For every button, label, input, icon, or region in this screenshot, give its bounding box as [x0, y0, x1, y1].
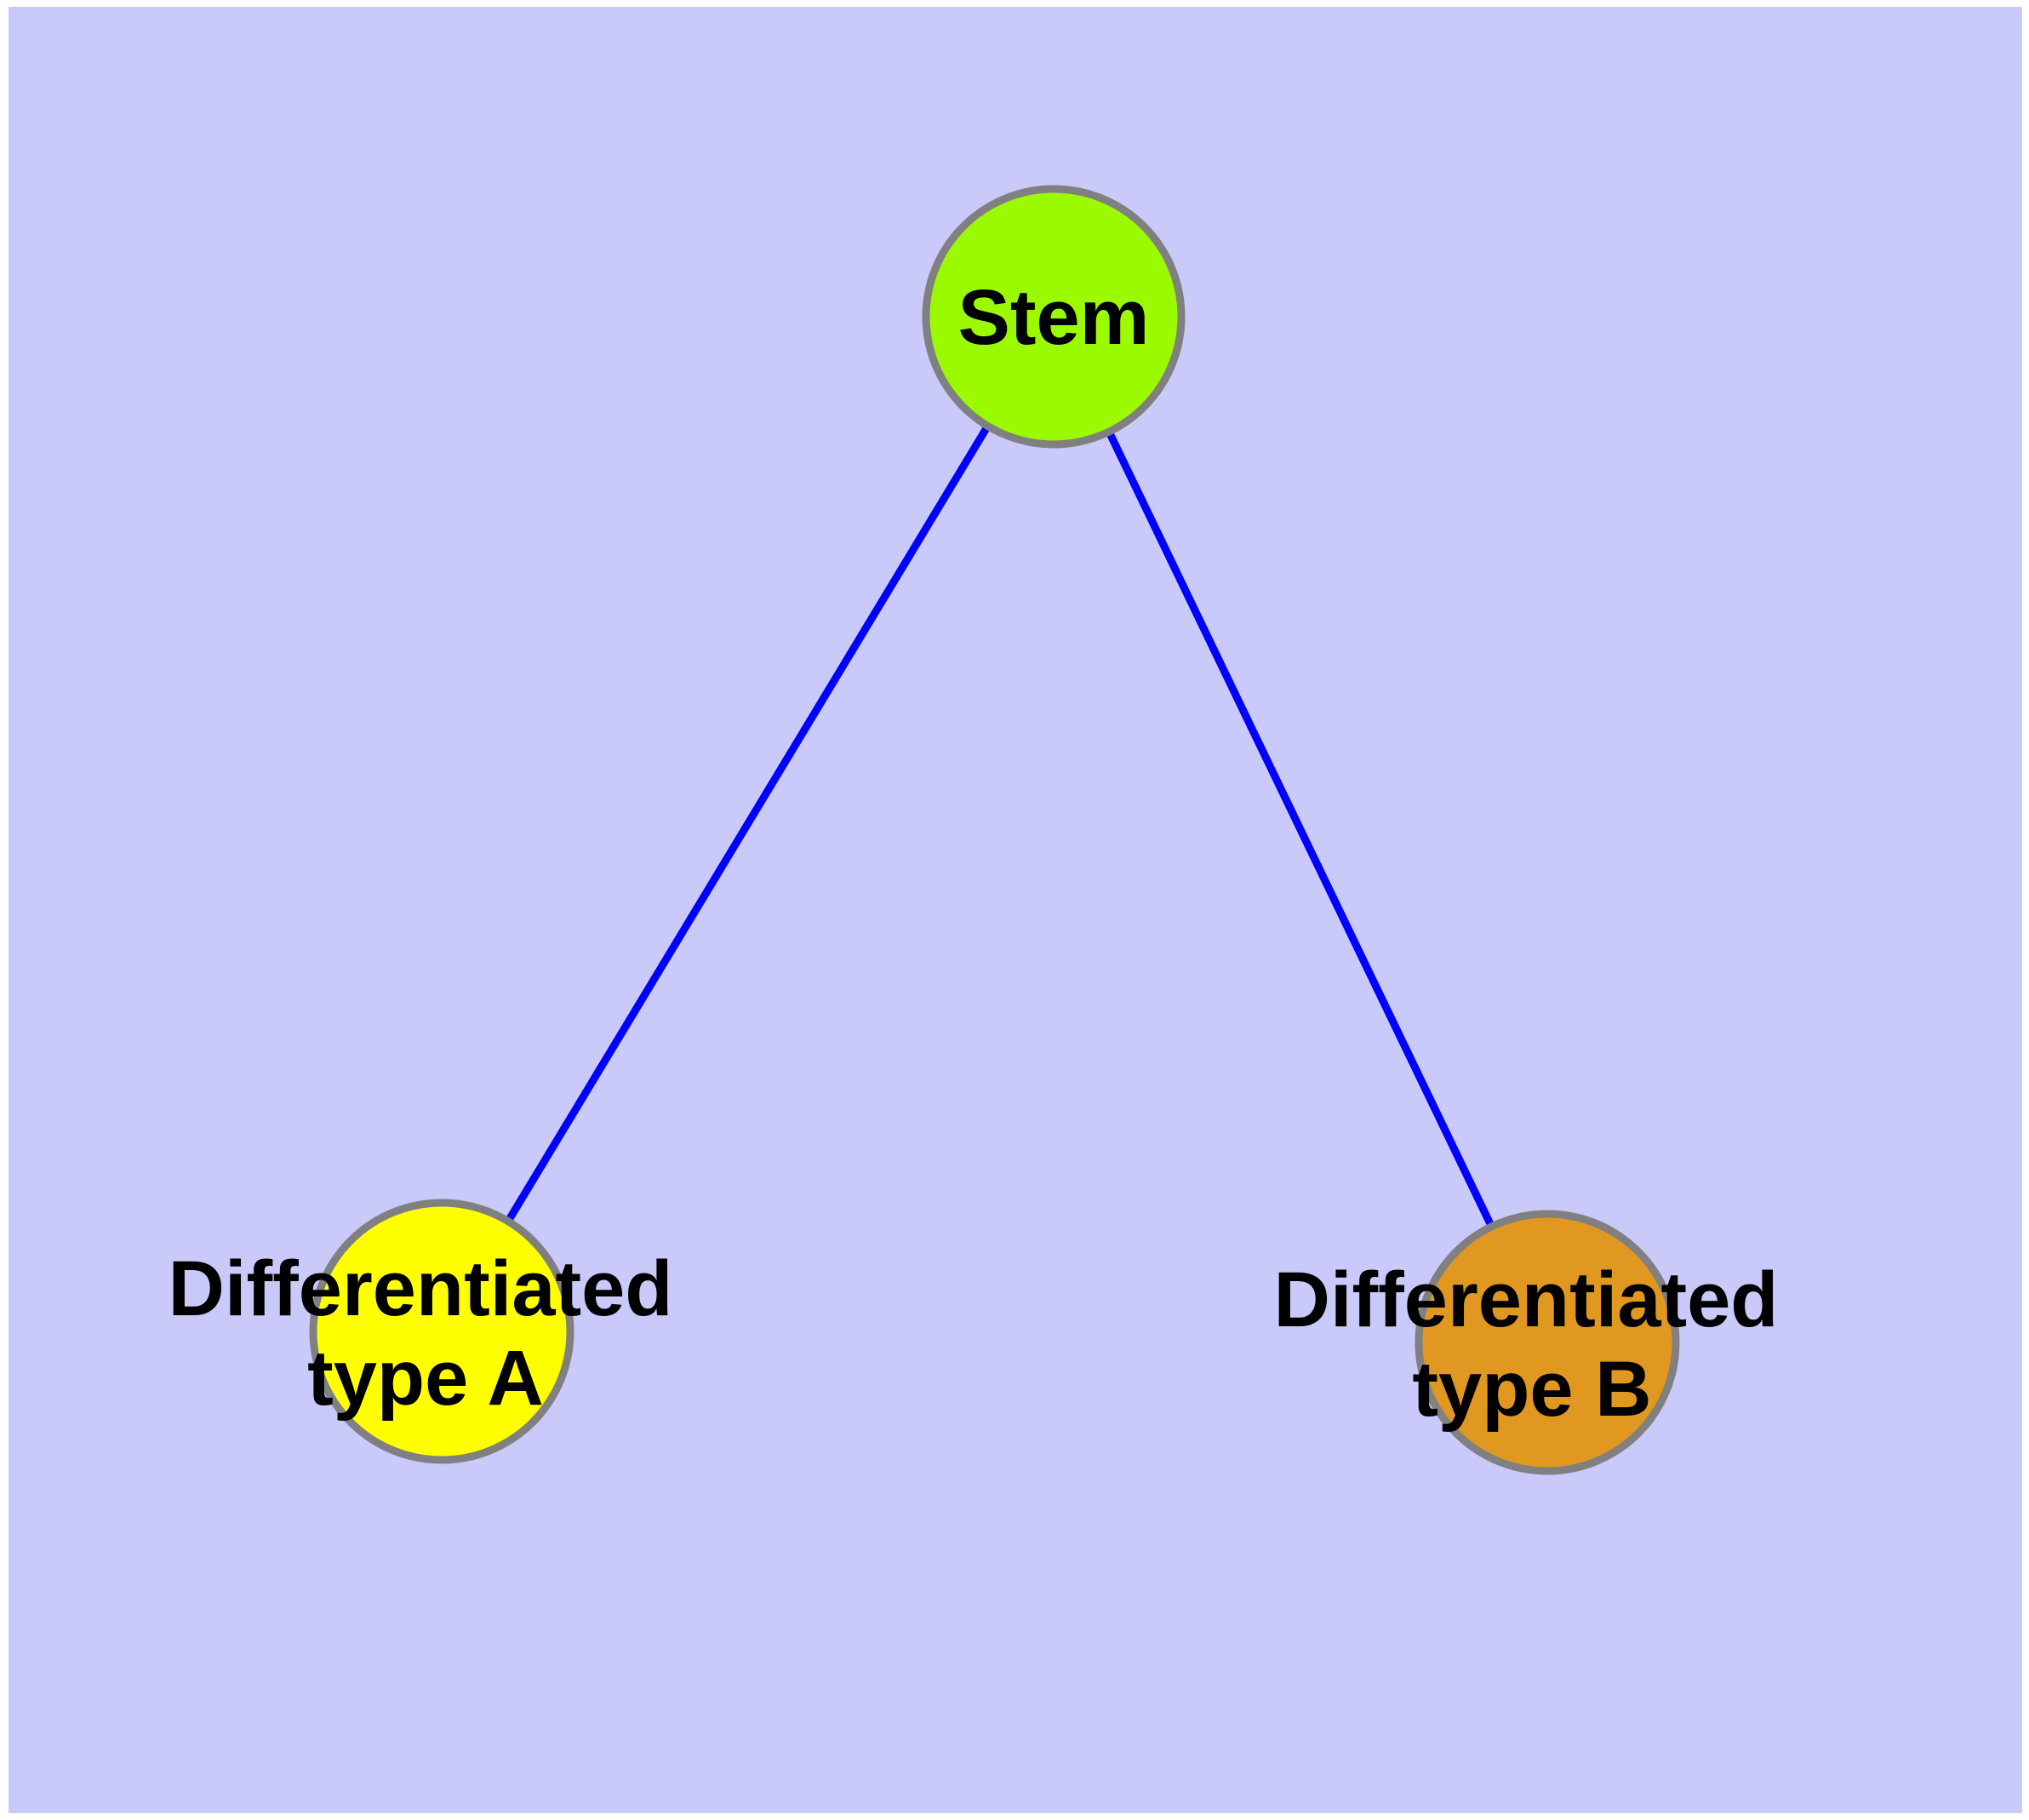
node-differentiated-b-label-line1: Differentiated: [1274, 1256, 1779, 1343]
node-differentiated-a-label-line2: type A: [307, 1335, 544, 1422]
labels-layer: Stem Differentiated type A Differentiate…: [169, 274, 1779, 1433]
node-differentiated-type-a[interactable]: [309, 1199, 574, 1464]
nodes-layer: [309, 185, 1680, 1475]
node-stem-label-line1: Stem: [958, 274, 1150, 361]
node-stem[interactable]: [922, 185, 1186, 449]
edge-stem-to-differentiated-b[interactable]: [1049, 315, 1552, 1344]
node-differentiated-type-b[interactable]: [1415, 1210, 1680, 1475]
edges-layer: [438, 314, 1552, 1344]
node-differentiated-a-label-line1: Differentiated: [169, 1245, 673, 1332]
edge-stem-to-differentiated-a[interactable]: [438, 314, 1057, 1334]
node-differentiated-b-label-line2: type B: [1412, 1346, 1651, 1433]
